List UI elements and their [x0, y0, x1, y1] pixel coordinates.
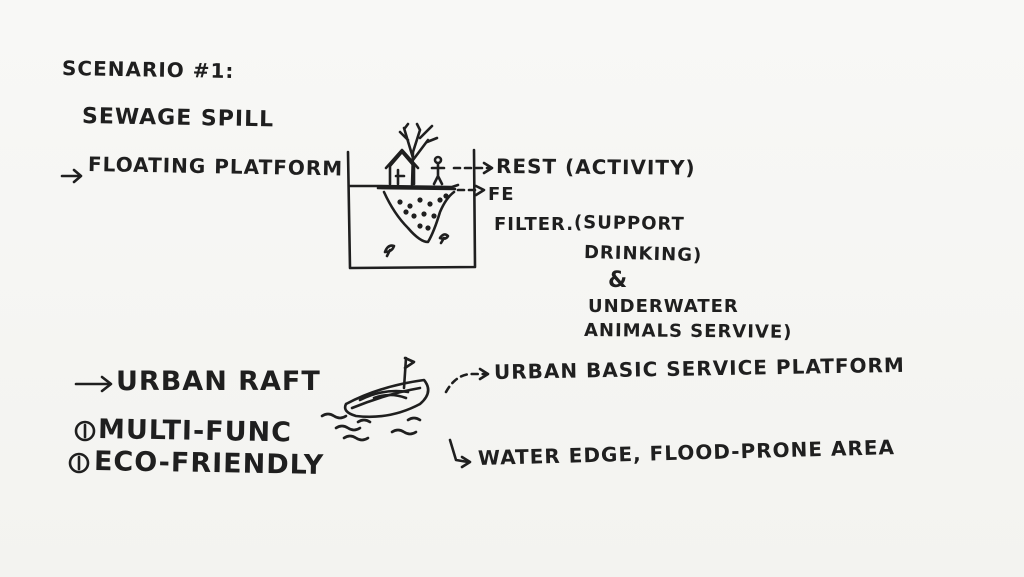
arrow-rest	[452, 161, 494, 175]
note-support-line1: (SUPPORT	[573, 212, 685, 235]
circled-number-icon	[68, 452, 90, 474]
flag-icon	[402, 356, 416, 390]
note-rest: REST (ACTIVITY)	[495, 154, 696, 180]
floating-platform-deck	[348, 183, 460, 191]
house-icon	[384, 148, 420, 186]
tank-container	[346, 148, 477, 270]
scenario-solution: FLOATING PLATFORM	[87, 152, 344, 181]
tree-icon	[398, 122, 439, 188]
circled-number-icon	[74, 420, 96, 442]
arrow-right-icon	[60, 168, 83, 184]
scenario-issue: SEWAGE SPILL	[81, 104, 275, 133]
raft-feature-ecofriendly: ECO-FRIENDLY	[93, 446, 325, 482]
scenario-heading: SCENARIO #1:	[61, 56, 235, 84]
arrow-right-icon	[74, 375, 113, 393]
water-ripple-icon	[320, 412, 422, 442]
arrow-water-edge	[448, 438, 472, 469]
note-filter: FILTER.	[494, 214, 575, 235]
note-underwater-line1: UNDERWATER	[588, 296, 739, 317]
arrow-service	[444, 367, 490, 394]
raft-title: URBAN RAFT	[116, 366, 321, 397]
person-icon	[430, 155, 446, 186]
raft-feature-multifunc: MULTI-FUNC	[97, 414, 293, 449]
note-ampersand: &	[608, 268, 629, 293]
arrow-filter	[456, 184, 486, 197]
note-underwater-line2: ANIMALS SERVIVE)	[583, 320, 793, 343]
fish-icon	[383, 233, 450, 258]
note-support-line2: DRINKING)	[583, 242, 703, 267]
floating-island-icon	[382, 190, 456, 244]
boat-icon	[343, 378, 430, 419]
note-filter-prefix: FE	[488, 184, 515, 205]
